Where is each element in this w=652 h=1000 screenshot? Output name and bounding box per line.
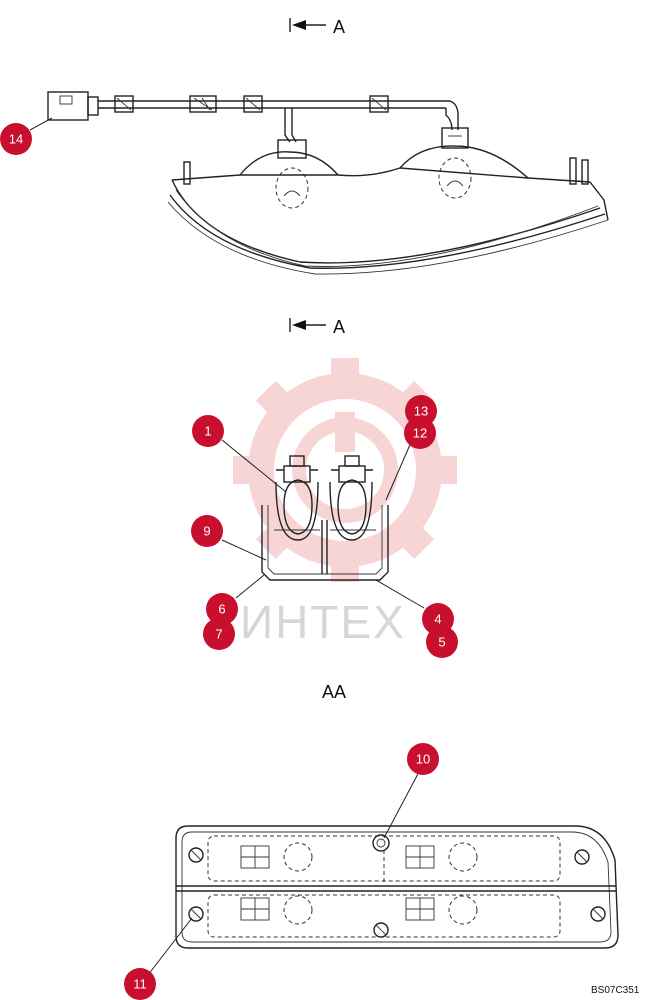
section-marker-top: A	[289, 17, 345, 37]
view-label-aa: AA	[322, 682, 346, 702]
svg-text:1: 1	[204, 424, 211, 439]
callout-14[interactable]: 14	[0, 123, 32, 155]
section-marker-mid: A	[289, 317, 345, 337]
callout-9[interactable]: 9	[191, 515, 223, 547]
svg-text:9: 9	[203, 524, 210, 539]
screw-icon-5	[574, 849, 590, 865]
svg-text:4: 4	[434, 612, 441, 627]
svg-text:6: 6	[218, 602, 225, 617]
svg-text:13: 13	[414, 404, 428, 419]
svg-text:11: 11	[133, 977, 147, 992]
screw-icon-6	[590, 906, 606, 922]
svg-text:5: 5	[438, 635, 445, 650]
callout-11[interactable]: 11	[124, 968, 156, 1000]
leader-lines	[29, 117, 425, 976]
svg-text:10: 10	[416, 752, 430, 767]
callout-13[interactable]: 13	[405, 395, 437, 427]
drawing-code: BS07C351	[591, 985, 640, 996]
watermark-text: ИНТЕХ	[240, 596, 406, 648]
lamp-side-view	[47, 91, 609, 275]
svg-text:14: 14	[9, 132, 23, 147]
callout-7[interactable]: 7	[203, 618, 235, 650]
section-label-top: A	[333, 17, 345, 37]
watermark-gear-icon	[233, 358, 457, 582]
callout-6[interactable]: 6	[206, 593, 238, 625]
screw-icon-2	[188, 906, 204, 922]
svg-text:12: 12	[413, 426, 427, 441]
svg-text:7: 7	[215, 627, 222, 642]
screw-icon-1	[188, 847, 204, 863]
callout-1[interactable]: 1	[192, 415, 224, 447]
lamp-section-view	[261, 455, 389, 581]
section-label-mid: A	[333, 317, 345, 337]
callout-10[interactable]: 10	[407, 743, 439, 775]
lamp-front-view	[175, 825, 619, 949]
screw-icon-4	[373, 922, 389, 938]
callout-4[interactable]: 4	[422, 603, 454, 635]
screw-icon-3	[372, 834, 390, 852]
